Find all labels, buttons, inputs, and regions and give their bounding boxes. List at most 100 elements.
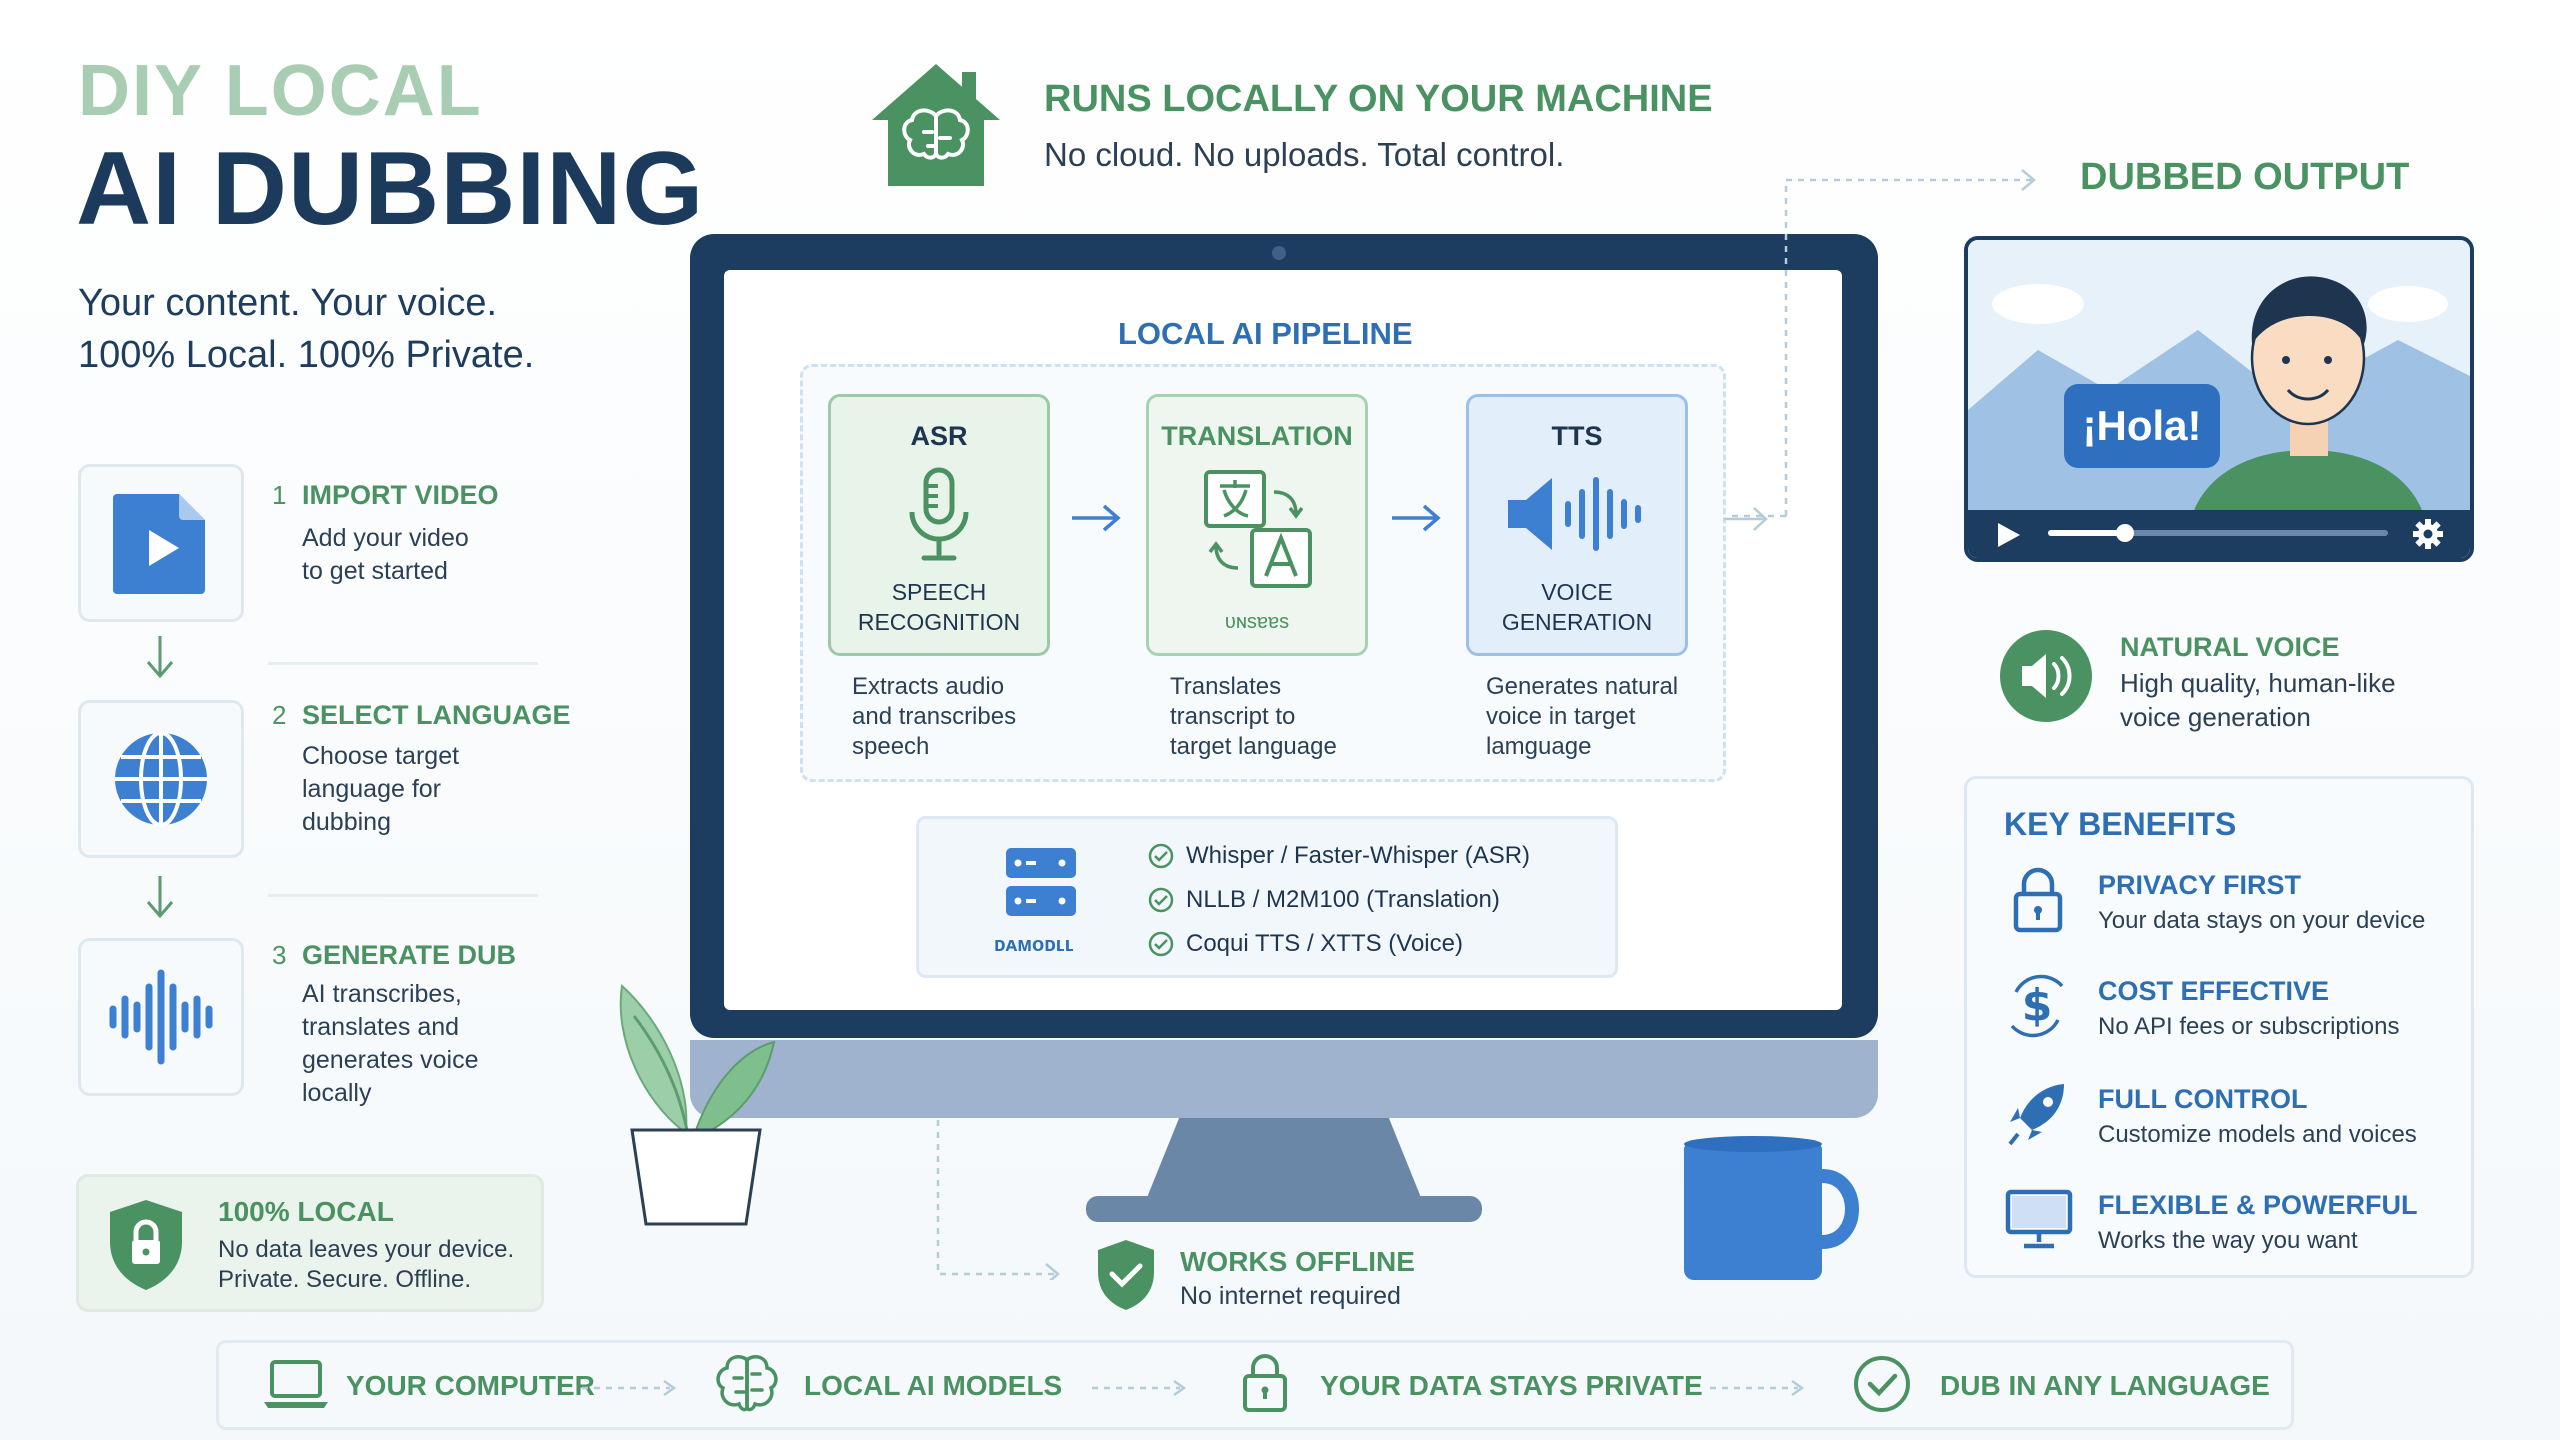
lock-icon: [1240, 1350, 1290, 1414]
stage-translation-title: TRANSLATION: [1161, 421, 1353, 451]
benefits-title: KEY BENEFITS: [2004, 806, 2237, 842]
check-circle-icon: [1148, 887, 1174, 913]
down-arrow-icon: [142, 632, 178, 682]
stage-translation-desc: Translates transcript to target language: [1170, 672, 1337, 762]
runs-locally-subtitle: No cloud. No uploads. Total control.: [1044, 136, 1565, 173]
monitor-icon: [2004, 1188, 2074, 1250]
globe-icon: [115, 731, 207, 827]
stage-tts: TTS VOICE GENERATION: [1466, 394, 1688, 656]
stage-asr-desc-line: and transcribes: [852, 703, 1017, 730]
tagline-1: Your content. Your voice.: [78, 282, 498, 324]
video-thumbnail: [1968, 240, 2470, 558]
flow-connector-offline: [930, 1120, 1070, 1280]
step-3-num: 3: [272, 940, 287, 970]
down-arrow-icon: [142, 872, 178, 922]
benefit-desc: Your data stays on your device: [2098, 907, 2426, 934]
step-1-num: 1: [272, 480, 287, 510]
gear-icon[interactable]: [2412, 518, 2444, 550]
local-box-line1: No data leaves your device.: [218, 1236, 515, 1263]
bar-label: YOUR COMPUTER: [346, 1370, 595, 1401]
translate-icon: [1149, 464, 1365, 594]
step-1-desc-line: to get started: [302, 557, 448, 585]
works-offline-title: WORKS OFFLINE: [1180, 1246, 1415, 1277]
pipeline-title: LOCAL AI PIPELINE: [1118, 316, 1413, 351]
step-1-title: IMPORT VIDEO: [302, 480, 499, 510]
local-box-line2: Private. Secure. Offline.: [218, 1266, 472, 1293]
bottom-bar: [216, 1340, 2294, 1430]
step-2-title: SELECT LANGUAGE: [302, 700, 571, 730]
play-icon[interactable]: [1994, 520, 2022, 550]
stage-translation-sub: ᴜɴsɐɐs: [1224, 611, 1290, 633]
divider: [268, 662, 538, 665]
natural-voice-title: NATURAL VOICE: [2120, 632, 2340, 662]
model-name: NLLB / M2M100 (Translation): [1186, 886, 1500, 913]
works-offline-subtitle: No internet required: [1180, 1282, 1401, 1310]
step-3-card: [78, 938, 244, 1096]
svg-text:$: $: [2022, 980, 2053, 1031]
check-circle-icon: [1852, 1354, 1912, 1414]
benefits-box: [1964, 776, 2474, 1278]
stage-tts-title: TTS: [1551, 421, 1603, 451]
stage-asr-desc: Extracts audio and transcribes speech: [852, 672, 1016, 762]
stage-translation: TRANSLATION ᴜɴsɐɐs: [1146, 394, 1368, 656]
stage-tts-desc-line: Generates natural: [1486, 673, 1679, 700]
progress-track[interactable]: [2048, 530, 2388, 536]
mug-illustration: [1680, 1136, 1870, 1286]
step-3-title: GENERATE DUB: [302, 940, 517, 970]
benefit-desc: Customize models and voices: [2098, 1121, 2417, 1148]
step-3-desc: AI transcribes, translates and generates…: [302, 978, 479, 1110]
step-1-desc-line: Add your video: [302, 524, 469, 552]
shield-lock-icon: [104, 1196, 188, 1292]
microphone-icon: [831, 466, 1047, 566]
benefit-item: PRIVACY FIRST Your data stays on your de…: [2098, 870, 2425, 935]
step-3-desc-line: translates and: [302, 1013, 460, 1041]
monitor-base: [1086, 1196, 1482, 1222]
video-file-icon: [113, 494, 205, 594]
progress-handle[interactable]: [2116, 524, 2134, 542]
benefit-desc: No API fees or subscriptions: [2098, 1013, 2400, 1040]
stage-asr-sub-line: SPEECH: [891, 579, 987, 605]
step-2-desc-line: language for: [302, 775, 442, 803]
models-box: [916, 816, 1618, 978]
benefit-title: FLEXIBLE & POWERFUL: [2098, 1190, 2418, 1220]
speaker-wave-icon: [1469, 474, 1685, 554]
bar-label: LOCAL AI MODELS: [804, 1370, 1063, 1401]
monitor-stand: [1146, 1118, 1422, 1200]
stage-asr-title: ASR: [910, 421, 968, 451]
step-2-num: 2: [272, 700, 287, 730]
model-row: NLLB / M2M100 (Translation): [1148, 886, 1530, 914]
stage-asr-desc-line: Extracts audio: [852, 673, 1005, 700]
dollar-icon: $: [2006, 970, 2068, 1042]
benefit-item: FULL CONTROL Customize models and voices: [2098, 1084, 2417, 1149]
step-1-desc: Add your video to get started: [302, 522, 469, 588]
step-2-desc: Choose target language for dubbing: [302, 740, 459, 839]
benefit-desc: Works the way you want: [2098, 1227, 2358, 1254]
speaker-icon: [1998, 628, 2094, 724]
natural-voice-desc-line: High quality, human-like: [2120, 668, 2396, 698]
model-row: Whisper / Faster-Whisper (ASR): [1148, 842, 1530, 870]
step-2-desc-line: Choose target: [302, 742, 460, 770]
dashed-arrow-icon: [1090, 1378, 1190, 1398]
benefit-item: COST EFFECTIVE No API fees or subscripti…: [2098, 976, 2399, 1041]
model-row: Coqui TTS / XTTS (Voice): [1148, 930, 1530, 958]
audio-wave-icon: [109, 969, 213, 1065]
local-box-title: 100% LOCAL: [218, 1196, 394, 1227]
brain-icon: [714, 1352, 780, 1416]
stage-tts-sub-line: VOICE: [1541, 579, 1613, 605]
natural-voice-desc-line: voice generation: [2120, 702, 2311, 732]
title-top: DIY LOCAL: [78, 51, 483, 131]
dashed-arrow-icon: [580, 1378, 680, 1398]
benefit-title: COST EFFECTIVE: [2098, 976, 2330, 1006]
stage-translation-desc-line: transcript to: [1170, 703, 1296, 730]
flow-connector: [1716, 166, 2046, 546]
dubbed-output-title: DUBBED OUTPUT: [2080, 156, 2410, 198]
arrow-right-icon: [1722, 504, 1772, 534]
runs-locally-title: RUNS LOCALLY ON YOUR MACHINE: [1044, 78, 1713, 120]
stage-tts-desc-line: voice in target: [1486, 703, 1636, 730]
stage-tts-desc: Generates natural voice in target lamgua…: [1486, 672, 1678, 762]
progress-fill: [2048, 530, 2133, 536]
check-circle-icon: [1148, 843, 1174, 869]
stage-asr-desc-line: speech: [852, 733, 930, 760]
rocket-icon: [2006, 1078, 2072, 1148]
stage-asr-sub: SPEECH RECOGNITION: [831, 577, 1047, 637]
